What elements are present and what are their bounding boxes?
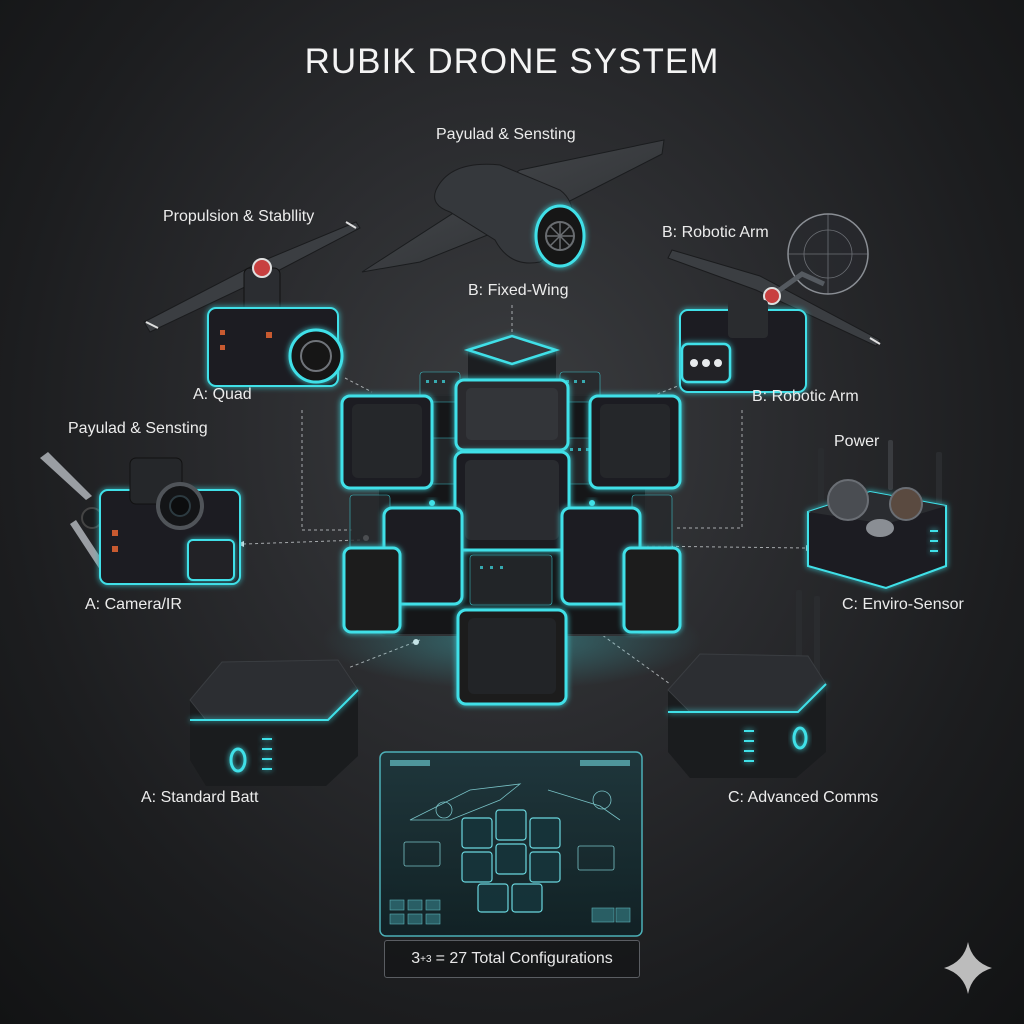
- sensor-dial: [827, 479, 869, 521]
- label-advanced-comms: C: Advanced Comms: [728, 789, 879, 806]
- connector-enviro: [639, 545, 807, 549]
- cube-upper-right: [588, 394, 682, 490]
- standard-battery-module: [189, 659, 359, 786]
- label-quad: A: Quad: [193, 386, 252, 403]
- connector-left-bracket: [301, 410, 352, 531]
- cube-upper-left: [340, 394, 434, 490]
- configurations-formula: 3+3= 27 Total Configurations: [384, 940, 640, 978]
- camera-ir-module: [40, 452, 241, 585]
- connector-quad: [344, 377, 373, 393]
- robotic-arm-module: [667, 213, 881, 393]
- quad-propulsion-module: [143, 221, 361, 387]
- formula-result: = 27 Total Configurations: [435, 950, 613, 967]
- label-standard-batt: A: Standard Batt: [141, 789, 259, 806]
- formula-exponent: +3: [420, 953, 432, 965]
- cube-lower-center: [456, 608, 568, 706]
- central-modular-cube: [340, 334, 682, 706]
- label-propulsion: Propulsion & Stabllity: [163, 208, 315, 225]
- holographic-config-screen: [379, 751, 643, 937]
- cube-lower-left: [342, 546, 402, 634]
- cube-upper-center: [454, 378, 570, 452]
- label-enviro-sensor: C: Enviro-Sensor: [842, 596, 964, 613]
- fixed-wing-drone: [361, 139, 665, 273]
- comms-power-ring: [792, 726, 808, 750]
- quad-fan-ring: [288, 328, 344, 384]
- label-payload-left: Payulad & Sensting: [68, 420, 208, 437]
- connector-camera: [243, 539, 361, 545]
- connector-right-bracket: [676, 410, 743, 529]
- cube-lower-right: [622, 546, 682, 634]
- screen-mini-cube: [461, 809, 561, 913]
- formula-base: 3: [411, 950, 421, 967]
- cube-front-center: [453, 450, 571, 552]
- label-fixed-wing: B: Fixed-Wing: [468, 282, 569, 299]
- label-robotic-arm: B: Robotic Arm: [752, 388, 859, 405]
- label-camera-ir: A: Camera/IR: [85, 596, 182, 613]
- page-title: RUBIK DRONE SYSTEM: [304, 42, 720, 81]
- cube-top-module: [463, 334, 561, 392]
- advanced-comms-module: [667, 590, 827, 778]
- sparkle-icon: [944, 942, 992, 994]
- label-robotic-arm-top: B: Robotic Arm: [662, 224, 769, 241]
- enviro-sensor-module: [807, 440, 947, 590]
- label-payload-top: Payulad & Sensting: [436, 126, 576, 143]
- label-power: Power: [834, 433, 880, 450]
- battery-power-ring: [229, 747, 247, 773]
